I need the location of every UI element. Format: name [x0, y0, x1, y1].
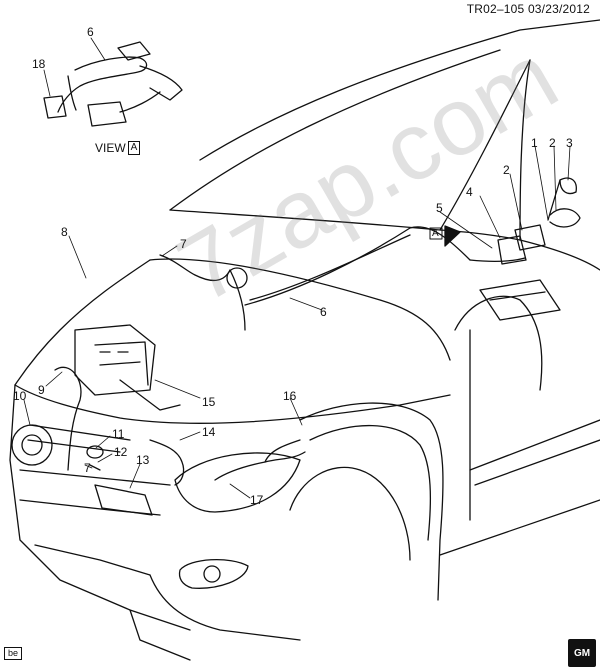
leader-lines: [23, 37, 571, 499]
callout-9: 9: [38, 383, 45, 397]
callout-3: 3: [566, 136, 573, 150]
callout-2: 2: [549, 136, 556, 150]
callout-10: 10: [13, 389, 27, 403]
fog-lamp: [178, 558, 249, 589]
callout-5: 5: [436, 201, 443, 215]
view-arrow: [429, 225, 461, 247]
callout-8: 8: [61, 225, 68, 239]
vehicle-body: [9, 19, 600, 661]
headlamp: [174, 452, 301, 513]
view-label-text: VIEW: [95, 141, 126, 155]
callout-14: 14: [202, 425, 216, 439]
callout-4: 4: [466, 185, 473, 199]
callout-12: 12: [114, 445, 128, 459]
engine-components: [11, 226, 471, 516]
drawing-reference: TR02–105 03/23/2012: [466, 2, 590, 16]
gm-logo: GM: [568, 639, 596, 667]
view-label: VIEW A: [95, 141, 141, 155]
arrow-letter: A: [432, 228, 439, 239]
callout-7: 7: [180, 237, 187, 251]
callout-16: 16: [283, 389, 297, 403]
generator: [11, 424, 53, 466]
callout-17: 17: [250, 493, 264, 507]
callout-6: 6: [320, 305, 327, 319]
callout-6: 6: [87, 25, 94, 39]
callout-13: 13: [136, 453, 150, 467]
callout-2: 2: [503, 163, 510, 177]
callout-18: 18: [32, 57, 46, 71]
callout-7: 7: [84, 461, 91, 475]
callout-11: 11: [112, 427, 125, 441]
inset-harness: [43, 41, 183, 127]
view-letter-box: A: [127, 141, 141, 155]
pillar-components: [469, 177, 581, 321]
callout-1: 1: [531, 136, 538, 150]
callout-15: 15: [202, 395, 216, 409]
corner-code: be: [4, 647, 23, 660]
